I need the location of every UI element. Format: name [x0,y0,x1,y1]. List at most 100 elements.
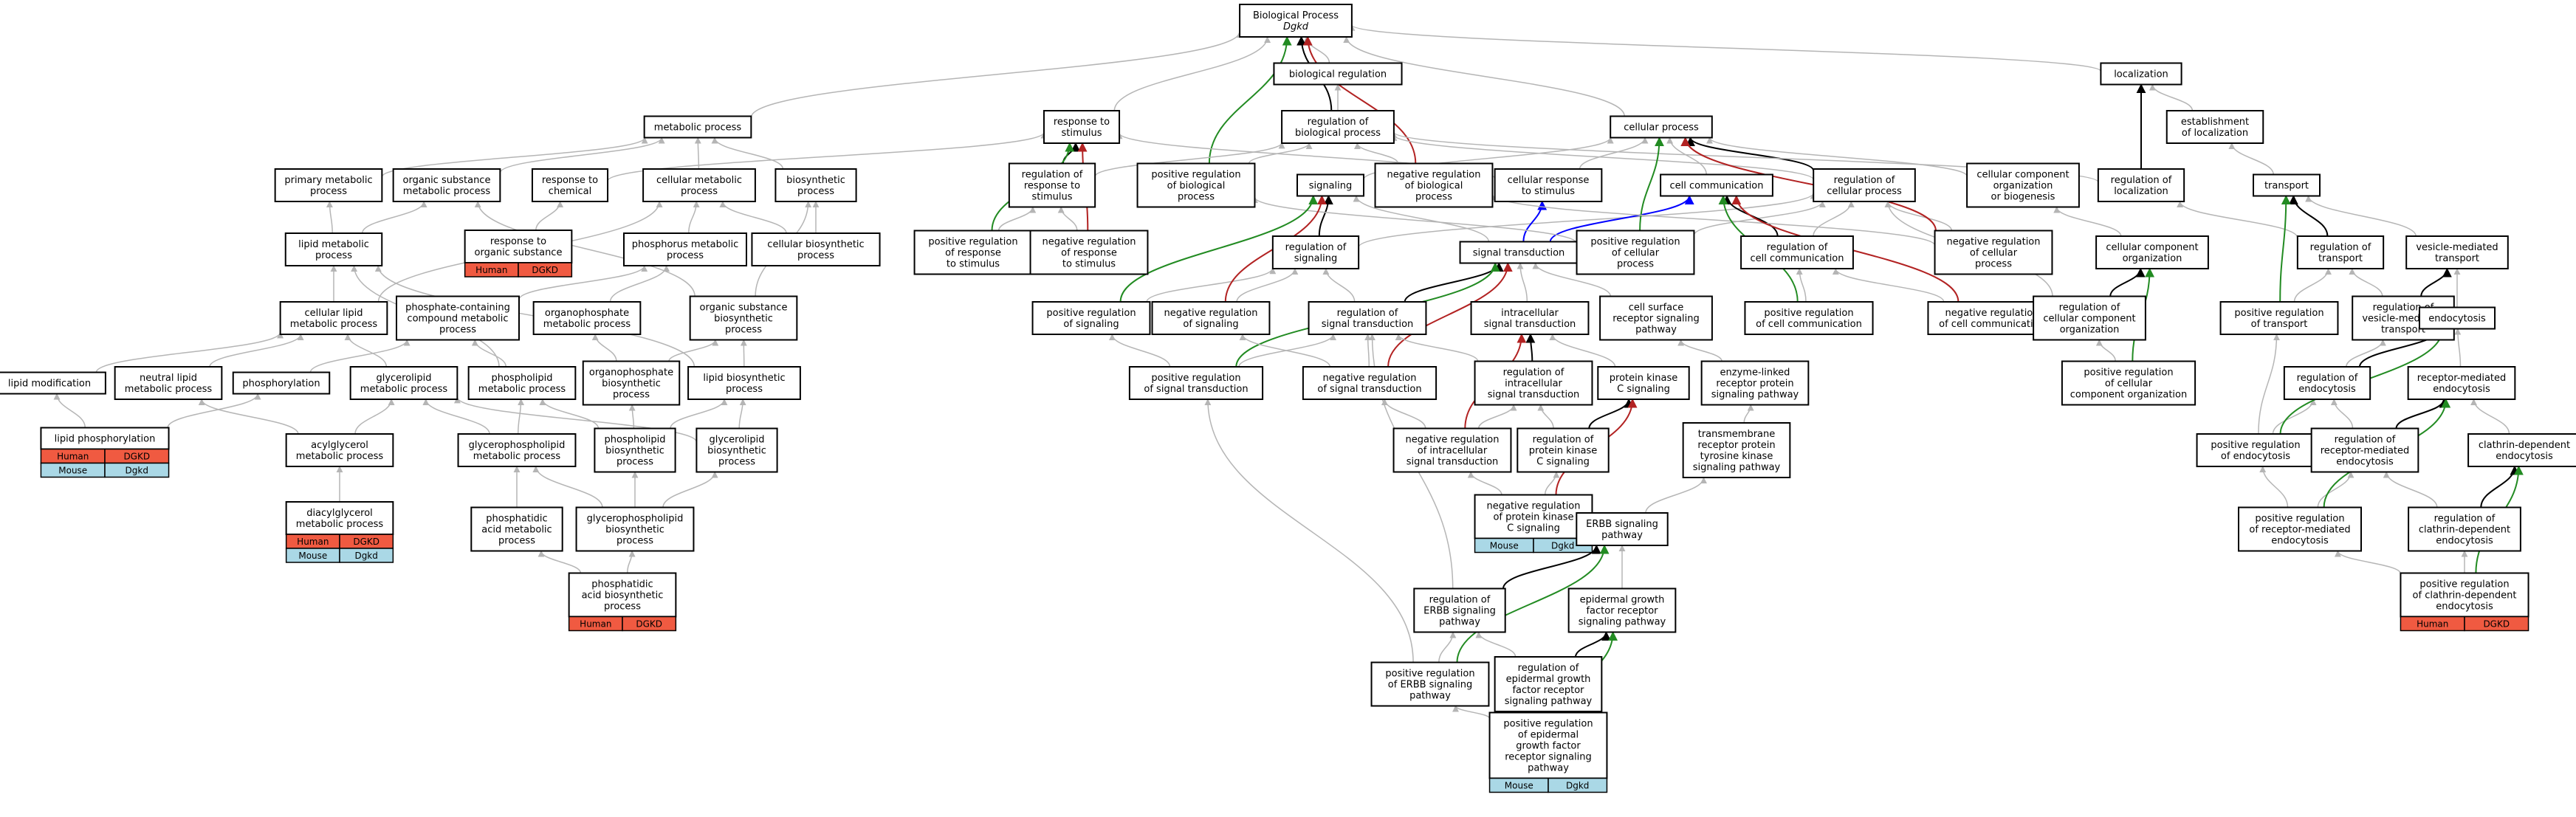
go-term-node-signaling[interactable]: signaling [1296,173,1364,197]
go-term-node-cellular[interactable]: cellular process [1610,115,1713,139]
go-term-node-reg-clathrin-endo[interactable]: regulation ofclathrin-dependentendocytos… [2408,506,2521,552]
go-term-node-transport[interactable]: transport [2253,173,2321,197]
node-box [623,232,747,266]
edge-is-a-reg-transport-to-reg-loc [2177,201,2298,238]
node-label-line: cell surface [1629,303,1684,314]
edge-regulates-reg-cell-proc-to-cellular [1686,137,1815,171]
go-term-node-phosphorylation[interactable]: phosphorylation [232,371,331,395]
go-term-node-bio-reg[interactable]: biological regulation [1273,62,1403,86]
go-term-node-lipid-mod[interactable]: lipid modification [0,371,106,395]
go-term-node-cell-comm[interactable]: cell communication [1660,173,1773,197]
go-term-node-metabolic[interactable]: metabolic process [643,115,752,139]
node-label-line: negative regulation [1387,170,1480,181]
node-label-line: compound metabolic [407,314,508,325]
go-term-node-localization[interactable]: localization [2100,62,2182,86]
go-term-node-endocytosis[interactable]: endocytosis [2418,306,2496,330]
node-label-line: negative regulation [1164,308,1257,319]
edge-is-a-biosyn-to-metabolic [711,137,784,170]
go-term-node-reg-rme[interactable]: regulation ofreceptor-mediatedendocytosi… [2310,427,2419,473]
go-term-node-sig-trans[interactable]: signal transduction [1459,241,1579,264]
node-label-line: organization [2060,325,2120,336]
